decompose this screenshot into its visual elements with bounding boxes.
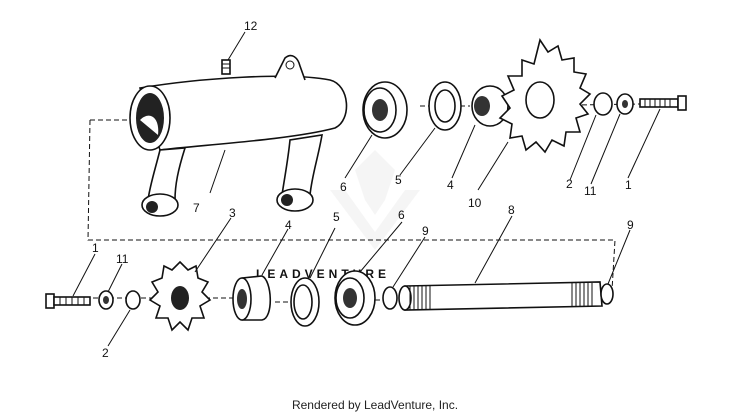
callout-1-top: 1 bbox=[625, 178, 632, 192]
footer-credit: Rendered by LeadVenture, Inc. bbox=[291, 398, 459, 412]
large-sprocket bbox=[498, 38, 592, 154]
callout-6-bottom: 6 bbox=[398, 208, 405, 222]
snap-ring-left bbox=[382, 286, 398, 310]
snap-ring-right bbox=[600, 283, 614, 305]
callout-2-bottom: 2 bbox=[102, 346, 109, 360]
lock-washer-bottom bbox=[98, 290, 114, 310]
callout-10: 10 bbox=[468, 196, 482, 210]
callout-1-bottom: 1 bbox=[92, 241, 99, 255]
callout-9-right: 9 bbox=[627, 218, 634, 232]
callout-12: 12 bbox=[244, 19, 258, 33]
lock-washer-top bbox=[616, 93, 634, 115]
bearing-bottom bbox=[334, 270, 376, 326]
small-sprocket bbox=[148, 260, 212, 332]
watermark-logo bbox=[330, 150, 420, 250]
callout-5-top: 5 bbox=[395, 173, 402, 187]
bolt-bottom bbox=[45, 293, 91, 309]
callout-11-top: 11 bbox=[584, 184, 597, 198]
spacer-top bbox=[428, 81, 462, 131]
leader-lines bbox=[72, 31, 661, 347]
callout-3-bottom: 3 bbox=[229, 206, 236, 220]
washer-bottom bbox=[125, 290, 141, 310]
bushing-bottom bbox=[232, 275, 272, 321]
housing-tube bbox=[129, 54, 348, 217]
bearing-top bbox=[362, 81, 408, 139]
bolt-top bbox=[639, 95, 687, 111]
spacer-bottom bbox=[290, 277, 320, 327]
left-dashed-return bbox=[87, 119, 616, 291]
shaft bbox=[398, 281, 603, 311]
washer-top bbox=[593, 92, 613, 116]
callout-9-left: 9 bbox=[422, 224, 429, 238]
callout-5-bottom: 5 bbox=[333, 210, 340, 224]
callout-8-bottom: 8 bbox=[508, 203, 515, 217]
bottom-alignment-line bbox=[85, 297, 395, 303]
callout-6-top: 6 bbox=[340, 180, 347, 194]
callout-11-bottom: 11 bbox=[116, 252, 129, 266]
grease-fitting bbox=[221, 59, 231, 75]
callout-2-top: 2 bbox=[566, 177, 573, 191]
callout-7: 7 bbox=[193, 201, 200, 215]
callout-4-bottom: 4 bbox=[285, 218, 292, 232]
callout-4-top: 4 bbox=[447, 178, 454, 192]
